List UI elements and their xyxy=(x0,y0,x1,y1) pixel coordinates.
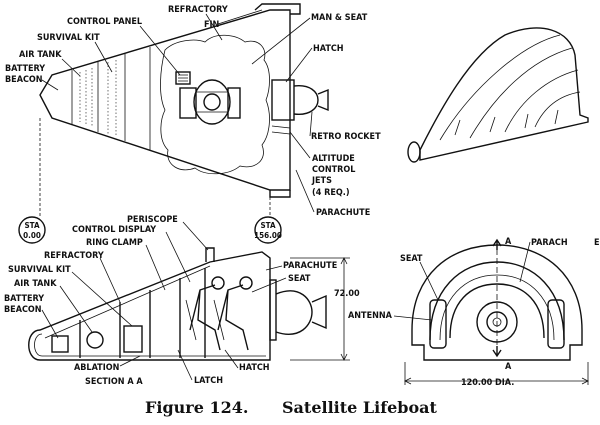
end-view-seat-right xyxy=(547,299,565,349)
end-view: 120.00 DIA. SEAT A PARACH E ANTENNA A xyxy=(348,237,600,388)
label-jets: JETS xyxy=(311,176,332,186)
label-antenna: ANTENNA xyxy=(348,311,393,321)
end-view-diameter-dimension: 120.00 DIA. xyxy=(461,378,514,388)
label-a-bottom: A xyxy=(505,362,512,372)
label-hatch-top: HATCH xyxy=(313,44,344,54)
end-view-outer-arch xyxy=(411,244,583,361)
label-req: (4 REQ.) xyxy=(312,188,350,198)
top-view-cone-outline xyxy=(39,9,291,191)
label-fin: FIN xyxy=(204,20,220,30)
section-air-tank xyxy=(86,331,104,349)
top-view-man-seat-outline xyxy=(160,34,270,175)
label-beacon-top: BEACON xyxy=(5,75,43,85)
section-battery xyxy=(51,335,69,353)
label-refractory-top: REFRACTORY xyxy=(168,5,228,15)
section-view: 72.00 PERISCOPE CONTROL DISPLAY RING CLA… xyxy=(4,215,360,387)
top-view: REFRACTORY CONTROL PANEL FIN SURVIVAL KI… xyxy=(5,3,381,218)
label-air-tank-section: AIR TANK xyxy=(14,279,57,289)
figure-caption: Figure 124. Satellite Lifeboat xyxy=(145,398,437,417)
label-battery-section: BATTERY xyxy=(4,294,44,304)
top-view-altitude-jets xyxy=(271,125,291,135)
label-parachute-end: PARACH xyxy=(531,238,568,248)
top-view-refractory-hatch xyxy=(79,60,117,136)
label-hatch-section: HATCH xyxy=(239,363,270,373)
label-survival-kit-top: SURVIVAL KIT xyxy=(37,33,100,43)
station-0-value: 0.00 xyxy=(23,231,41,240)
label-air-tank-top: AIR TANK xyxy=(19,50,62,60)
top-view-fin xyxy=(254,3,301,15)
label-altitude: ALTITUDE xyxy=(312,154,355,164)
label-a-top: A xyxy=(505,237,512,247)
label-control: CONTROL xyxy=(312,165,355,175)
section-survival-kit xyxy=(123,325,143,353)
label-seat-end: SEAT xyxy=(400,254,423,264)
station-markers: STA 0.00 STA 156.00 xyxy=(18,118,282,244)
top-view-man-figure xyxy=(179,79,241,125)
caption-figure-number: Figure 124. xyxy=(145,398,248,417)
station-156-value: 156.00 xyxy=(254,231,282,240)
station-marker-156 xyxy=(254,216,282,244)
label-ring-clamp: RING CLAMP xyxy=(86,238,143,248)
label-section-aa: SECTION A A xyxy=(85,377,143,387)
label-beacon-section: BEACON xyxy=(4,305,42,315)
label-parachute-section: PARACHUTE xyxy=(283,261,337,271)
section-height-dimension: 72.00 xyxy=(334,289,360,299)
caption-title: Satellite Lifeboat xyxy=(282,398,437,417)
label-refractory-section: REFRACTORY xyxy=(44,251,104,261)
label-battery-top: BATTERY xyxy=(5,64,45,74)
label-man-seat: MAN & SEAT xyxy=(311,13,368,23)
perspective-view xyxy=(407,27,589,163)
label-control-panel: CONTROL PANEL xyxy=(67,17,142,27)
section-outline xyxy=(28,251,271,361)
label-latch: LATCH xyxy=(194,376,223,386)
label-survival-kit-section: SURVIVAL KIT xyxy=(8,265,71,275)
station-0-label: STA xyxy=(24,221,39,230)
top-view-control-panel xyxy=(175,71,191,85)
top-view-retro-rocket xyxy=(293,85,319,115)
section-retro-rocket xyxy=(275,290,313,335)
label-ablation: ABLATION xyxy=(74,363,120,373)
station-marker-0 xyxy=(18,216,46,244)
label-seat-section: SEAT xyxy=(288,274,311,284)
label-retro-rocket: RETRO ROCKET xyxy=(311,132,381,142)
top-view-hatch xyxy=(271,79,295,121)
end-view-seat-left xyxy=(429,299,447,349)
label-control-display: CONTROL DISPLAY xyxy=(72,225,156,235)
label-parachute-top: PARACHUTE xyxy=(316,208,370,218)
section-seated-men xyxy=(185,276,253,351)
station-156-label: STA xyxy=(260,221,275,230)
label-parachute-end-suffix: E xyxy=(594,238,600,248)
label-periscope: PERISCOPE xyxy=(127,215,178,225)
top-view-fin-lower xyxy=(269,190,291,198)
